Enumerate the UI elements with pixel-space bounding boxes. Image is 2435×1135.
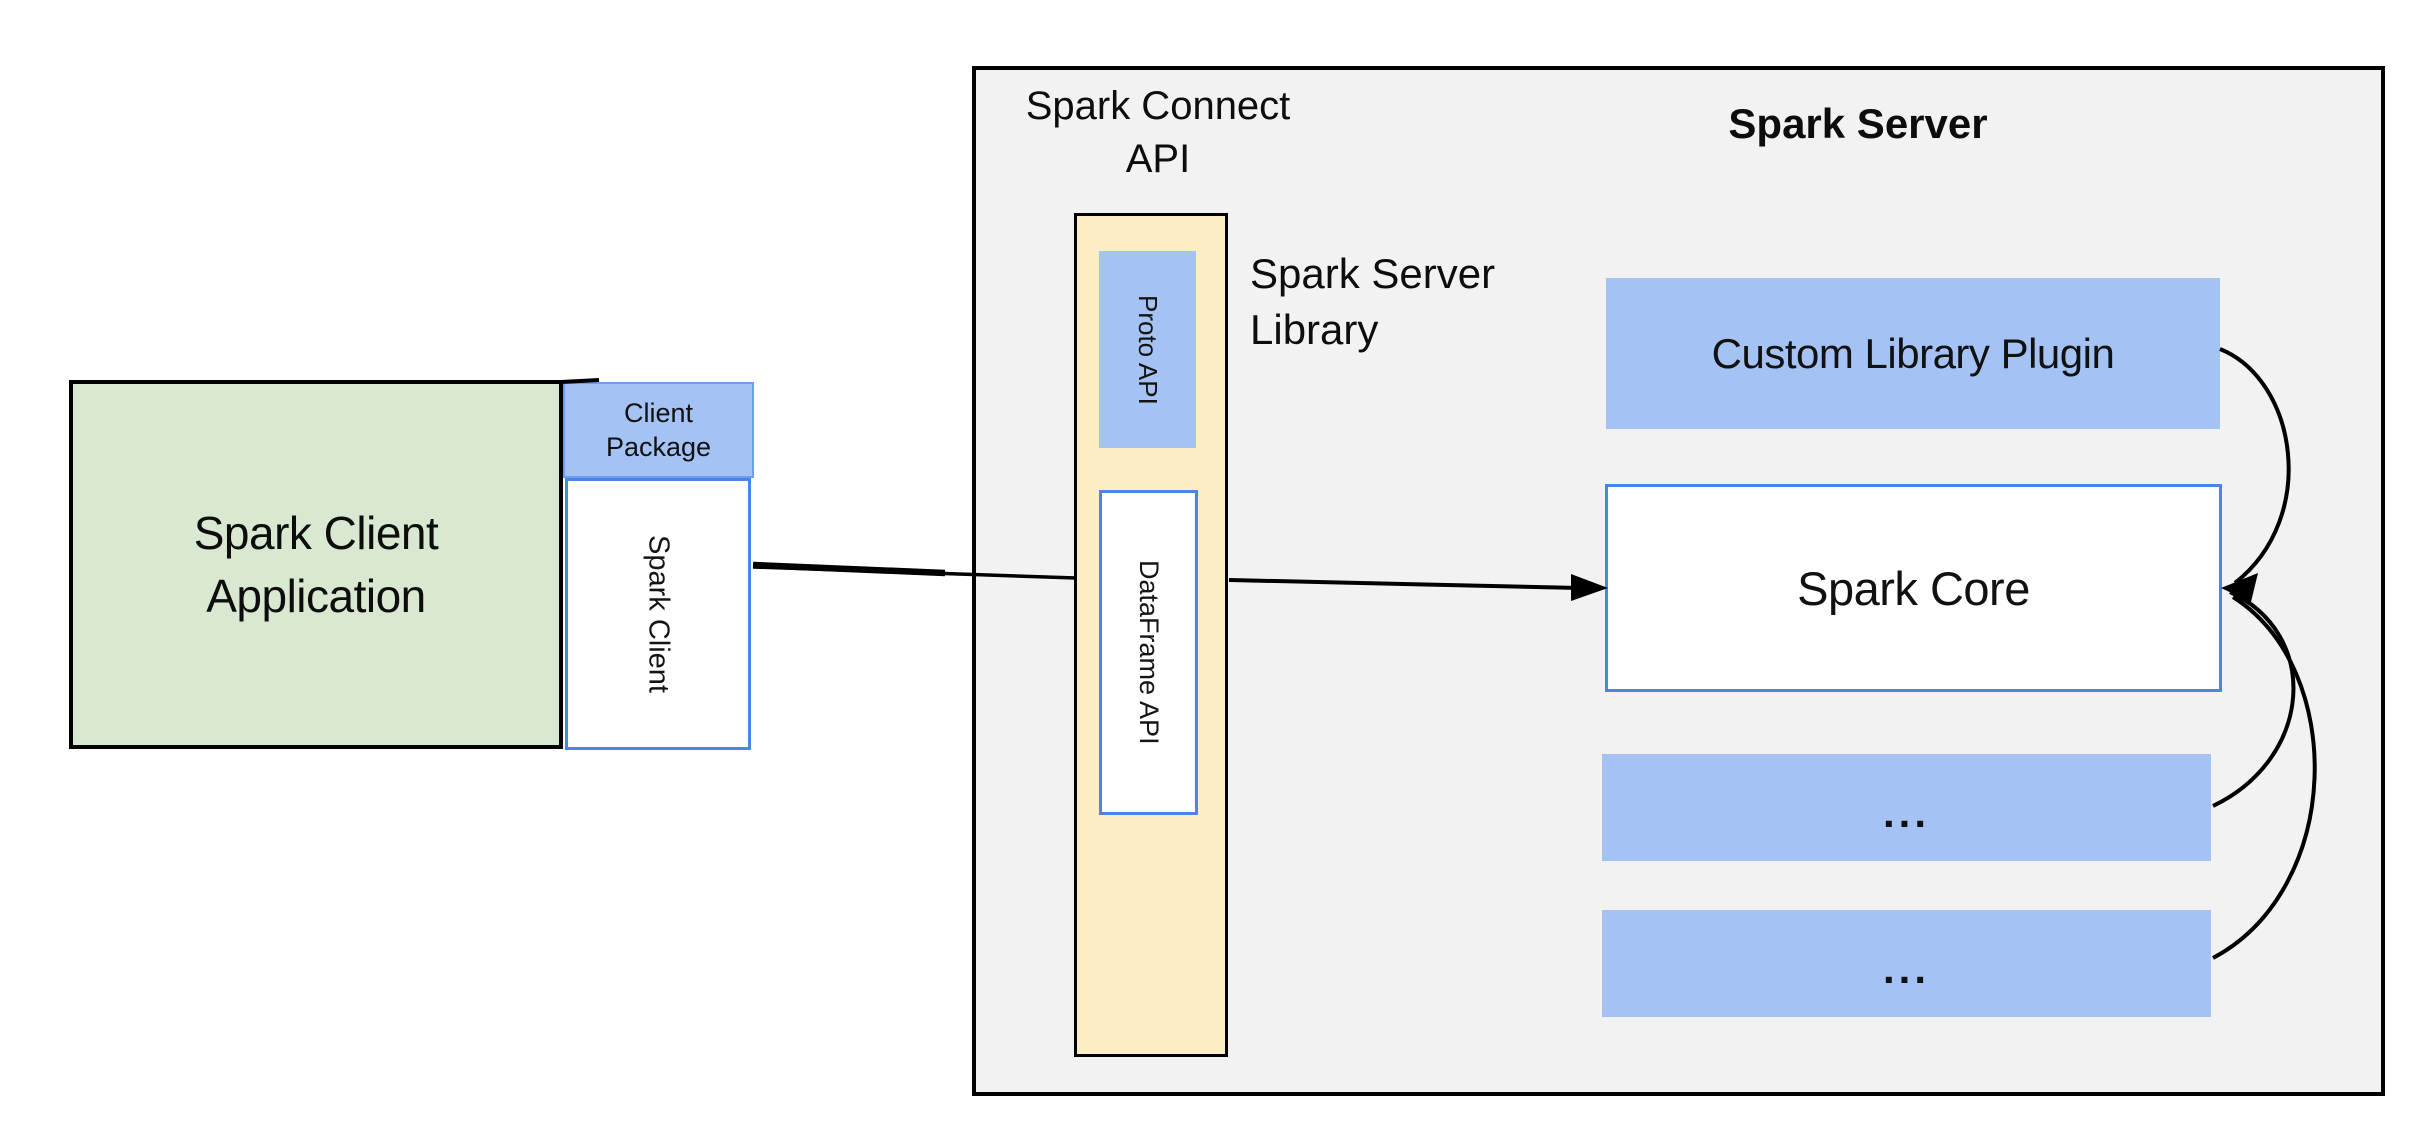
client-to-library-arrow-thick — [752, 561, 946, 577]
spark-client-application-box: Spark Client Application — [69, 380, 563, 749]
spark-server-library-label: Spark Server Library — [1250, 250, 1496, 353]
spark-server-title: Spark Server — [1728, 100, 1988, 147]
spark-connect-api-title: Spark Connect API — [1025, 84, 1291, 181]
spark-core-label: Spark Core — [1797, 561, 2030, 615]
plugin-slot-box-1: ... — [1602, 754, 2211, 861]
plugin-slot-2-ellipsis: ... — [1882, 944, 1930, 992]
dataframe-api-box: DataFrame API — [1099, 490, 1198, 815]
custom-library-plugin-label: Custom Library Plugin — [1711, 329, 2115, 377]
custom-library-plugin-box: Custom Library Plugin — [1606, 278, 2220, 429]
plugin-slot-box-2: ... — [1602, 910, 2211, 1017]
spark-client-label: Spark Client — [642, 535, 675, 693]
plugin-slot-1-ellipsis: ... — [1882, 788, 1930, 836]
proto-api-label: Proto API — [1133, 294, 1163, 405]
spark-core-box: Spark Core — [1605, 484, 2222, 692]
client-package-box: Client Package — [563, 382, 754, 478]
proto-api-box: Proto API — [1099, 251, 1196, 448]
client-package-label: Client Package — [605, 398, 712, 462]
dataframe-api-label: DataFrame API — [1134, 560, 1164, 745]
spark-client-application-label: Spark Client Application — [193, 506, 439, 622]
spark-client-box: Spark Client — [565, 478, 751, 750]
